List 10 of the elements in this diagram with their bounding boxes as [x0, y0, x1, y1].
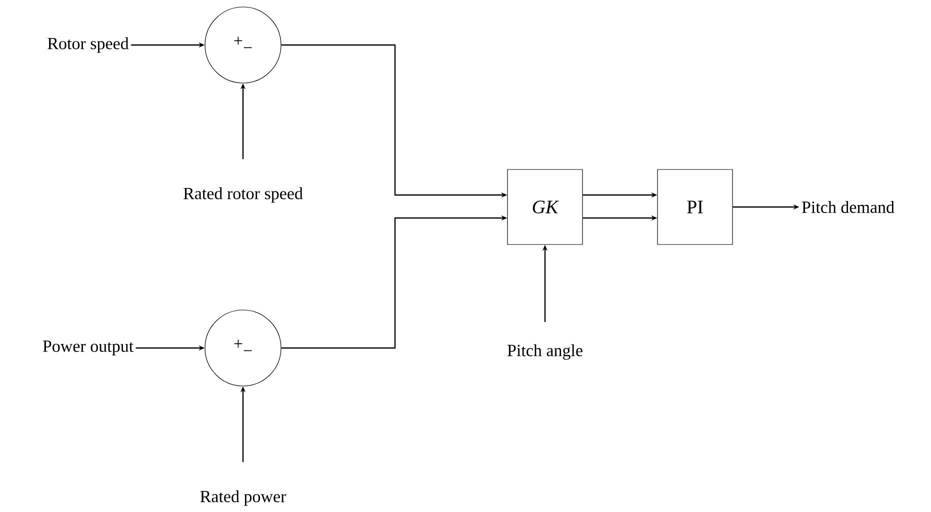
signal-label: Rated power	[200, 490, 286, 506]
signal-label: Power output	[42, 340, 134, 356]
signal-label: Pitch angle	[508, 344, 582, 360]
summing-junction: + −	[204, 310, 282, 386]
block-box: GK	[507, 169, 583, 245]
signal-label: Rotor speed	[48, 37, 129, 53]
block-box: PI	[657, 169, 733, 245]
summing-junction: + −	[204, 6, 282, 84]
signal-label: Pitch demand	[802, 201, 894, 213]
signal-label: Rated rotor speed	[184, 187, 303, 203]
